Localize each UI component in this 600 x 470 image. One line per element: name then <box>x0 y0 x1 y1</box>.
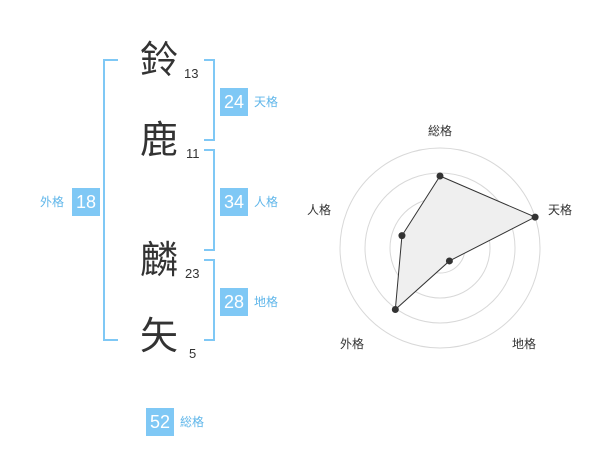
chikaku-label: 地格 <box>254 295 279 309</box>
name-char-3: 麟 <box>140 238 179 282</box>
jinkaku-value: 34 <box>220 188 248 216</box>
name-char-1: 鈴 <box>140 38 179 82</box>
radar-axis-label-chikaku: 地格 <box>512 337 537 351</box>
chikaku-bracket <box>204 259 215 341</box>
gaikaku-bracket <box>103 59 118 341</box>
jinkaku-label: 人格 <box>254 195 279 209</box>
name-char-4-strokes: 5 <box>189 346 197 361</box>
radar-point-5 <box>398 232 406 240</box>
tenkaku-value: 24 <box>220 88 248 116</box>
name-char-3-strokes: 23 <box>185 266 200 281</box>
radar-point-4 <box>391 305 399 313</box>
radar-point-2 <box>531 213 539 221</box>
radar-axis-label-jinkaku: 人格 <box>307 203 332 217</box>
radar-axis-label-tenkaku: 天格 <box>548 203 573 217</box>
gaikaku-value: 18 <box>72 188 100 216</box>
chikaku-value: 28 <box>220 288 248 316</box>
name-char-2: 鹿 <box>140 118 179 162</box>
soukaku-value: 52 <box>146 408 174 436</box>
radar-ring <box>339 147 541 349</box>
name-char-4: 矢 <box>140 314 179 358</box>
gaikaku-label: 外格 <box>40 195 65 209</box>
radar-axis-label-gaikaku: 外格 <box>340 337 365 351</box>
name-char-1-strokes: 13 <box>184 66 199 81</box>
soukaku-label: 総格 <box>180 415 205 429</box>
radar-axis-label-soukaku: 総格 <box>428 124 453 138</box>
radar-point-3 <box>445 257 453 265</box>
tenkaku-label: 天格 <box>254 95 279 109</box>
jinkaku-bracket <box>204 149 215 251</box>
radar-point-1 <box>436 172 444 180</box>
tenkaku-bracket <box>204 59 215 141</box>
name-char-2-strokes: 11 <box>186 146 200 161</box>
radar-area <box>394 175 537 311</box>
